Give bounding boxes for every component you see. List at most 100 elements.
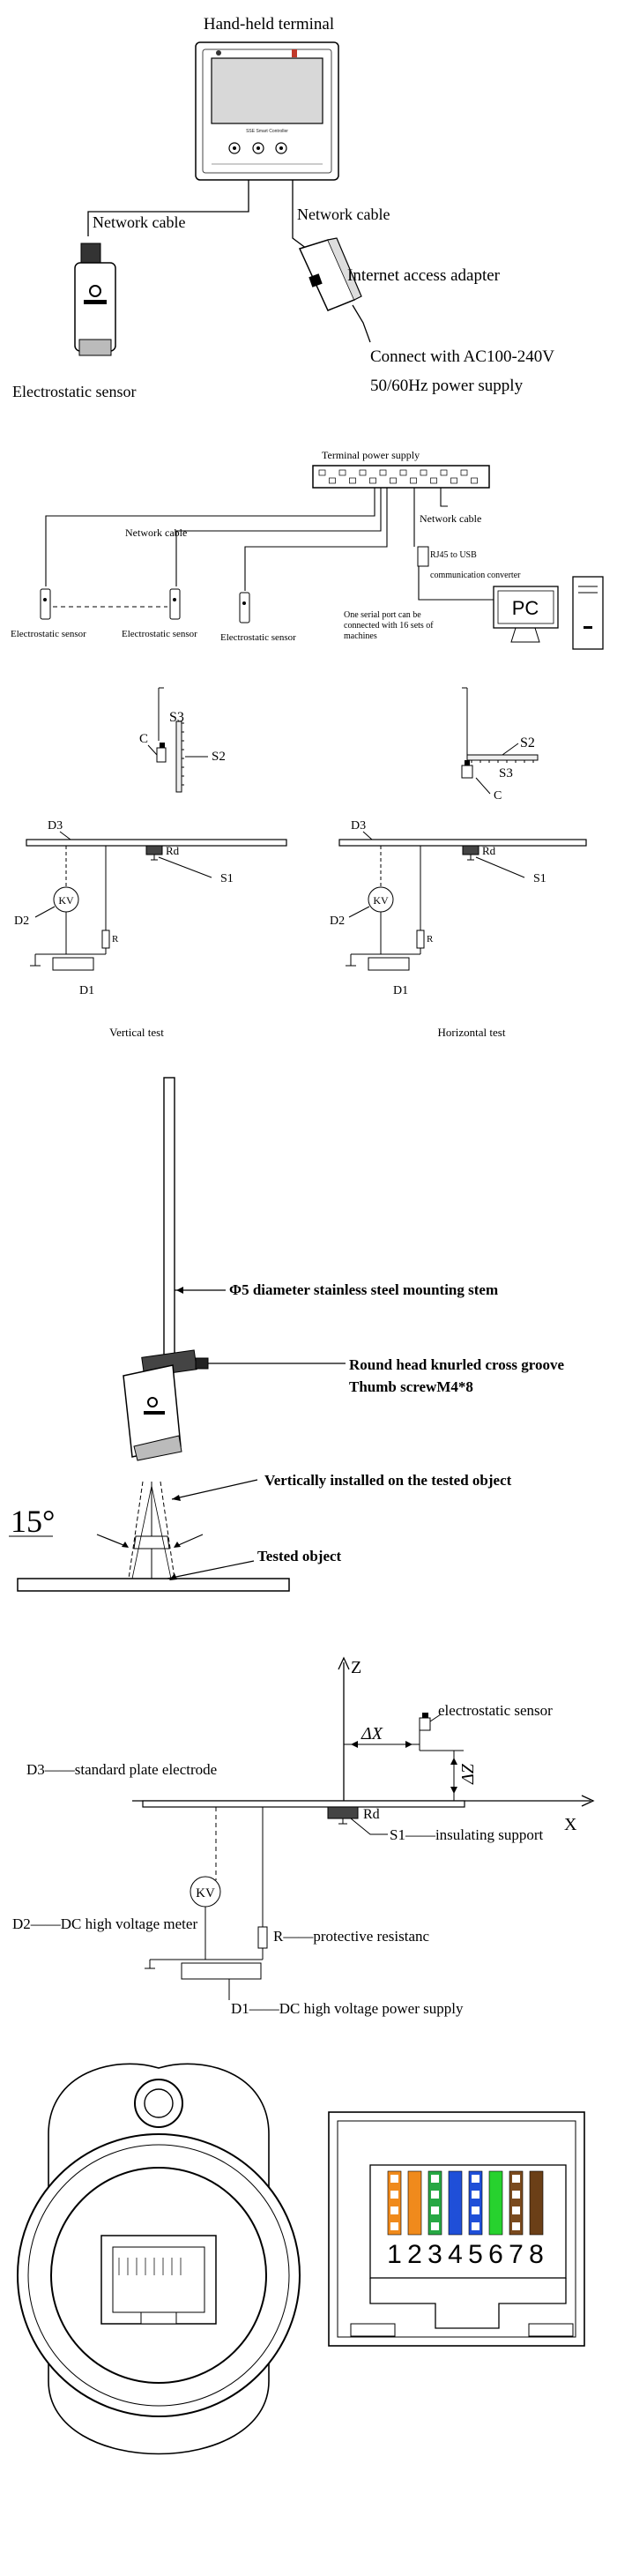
x-axis-label: X — [564, 1815, 577, 1834]
coord-resistor — [257, 1926, 268, 1949]
network-cable-to-sensor — [87, 180, 249, 236]
delta-z-label: ΔZ — [458, 1763, 478, 1785]
sensor-label-2: Electrostatic sensor — [122, 629, 197, 639]
coord-r-label: R——protective resistanc — [273, 1928, 429, 1945]
ht-d3-label: D3 — [351, 819, 366, 833]
pin-stripe — [431, 2206, 439, 2214]
coord-s1-label: S1——insulating support — [390, 1826, 544, 1843]
pin-stripe — [431, 2191, 439, 2199]
pc-monitor: PC — [493, 586, 559, 643]
pin-stripe — [512, 2206, 520, 2214]
switch-port-6 — [369, 477, 376, 484]
coord-sensor-device — [419, 1713, 431, 1731]
delta-x-label: ΔX — [361, 1724, 383, 1743]
switch-port-8 — [390, 477, 397, 484]
ht-rd-label: Rd — [482, 844, 496, 857]
vt-c-label: C — [139, 732, 148, 746]
coord-sensor-label: electrostatic sensor — [438, 1702, 553, 1719]
pin-wires — [387, 2170, 544, 2236]
pin-stripe — [390, 2191, 398, 2199]
switch-port-4 — [349, 477, 356, 484]
pin-stripe — [512, 2191, 520, 2199]
pin-stripe — [472, 2206, 479, 2214]
coord-d1-label: D1——DC high voltage power supply — [231, 2000, 464, 2017]
tested-object-label: Tested object — [257, 1548, 342, 1564]
switch-port-10 — [410, 477, 417, 484]
pin-stripe — [390, 2175, 398, 2183]
network-cable-right-label: Network cable — [297, 205, 390, 223]
section-handheld-connection: Hand-held terminal SSE Smart Controller … — [12, 15, 554, 400]
switch-port-15 — [460, 469, 468, 476]
pin-stripe — [512, 2222, 520, 2230]
pin-stripe — [431, 2175, 439, 2183]
ht-resistor — [416, 930, 425, 949]
pin-wire-6 — [488, 2170, 503, 2236]
network-cable-to-adapter — [292, 180, 308, 250]
pin-stripe — [472, 2222, 479, 2230]
pin-number-4: 4 — [448, 2240, 463, 2269]
pc-tower — [572, 576, 604, 650]
ht-s3-label: S3 — [499, 766, 513, 780]
switch-port-12 — [430, 477, 437, 484]
rj45-label-line1: RJ45 to USB — [430, 550, 477, 560]
switch-port-5 — [359, 469, 367, 476]
pin-stripe — [431, 2222, 439, 2230]
coord-power-supply — [181, 1962, 262, 1980]
vt-s1-label: S1 — [220, 872, 234, 885]
horizontal-test-caption: Horizontal test — [438, 1026, 506, 1039]
rj45-port-icon — [100, 2235, 217, 2325]
pin-number-1: 1 — [387, 2240, 402, 2269]
vt-kv-label: KV — [58, 894, 74, 907]
network-cable-left-label: Network cable — [93, 213, 185, 231]
pin-wire-4 — [448, 2170, 463, 2236]
vt-s3-label: S3 — [169, 710, 184, 725]
ht-d2-label: D2 — [330, 915, 345, 928]
ht-kv-label: KV — [373, 894, 389, 907]
pin-wire-3 — [427, 2170, 442, 2236]
pin-number-7: 7 — [509, 2240, 524, 2269]
section-network-topology: Terminal power supply Network cable Netw… — [11, 449, 604, 650]
device-button-1 — [228, 142, 241, 154]
switch-port-7 — [379, 469, 387, 476]
ht-c-label: C — [494, 789, 502, 803]
switch-port-3 — [338, 469, 346, 476]
switch-port-1 — [318, 469, 326, 476]
switch-port-2 — [329, 477, 336, 484]
ht-d1-label: D1 — [393, 984, 408, 997]
pin-number-5: 5 — [468, 2240, 483, 2269]
pin-stripe — [472, 2191, 479, 2199]
device-button-3 — [275, 142, 287, 154]
small-sensor-1 — [40, 588, 51, 620]
horizontal-test-diagram: S2 S3 C D3 Rd S1 KV D2 R — [330, 687, 587, 1039]
switch-port-14 — [450, 477, 457, 484]
tested-object-plate — [17, 1578, 290, 1592]
internet-access-adapter-device — [298, 237, 362, 311]
vertical-test-caption: Vertical test — [109, 1026, 164, 1039]
pin-wire-1 — [387, 2170, 402, 2236]
pin-number-8: 8 — [529, 2240, 544, 2269]
ht-power-supply — [368, 957, 410, 971]
vt-power-supply — [52, 957, 94, 971]
pc-label: PC — [512, 597, 539, 619]
pin-number-6: 6 — [488, 2240, 503, 2269]
section-mounting-diagram: Φ5 diameter stainless steel mounting ste… — [9, 1077, 564, 1592]
serial-port-note-line1: One serial port can be — [344, 610, 421, 620]
vt-plate-electrode — [26, 839, 287, 847]
coord-d3-label: D3——standard plate electrode — [26, 1761, 217, 1778]
power-cord — [352, 304, 371, 343]
vt-rd-label: Rd — [166, 844, 180, 857]
ht-s1-label: S1 — [533, 872, 546, 885]
vertical-install-label: Vertically installed on the tested objec… — [264, 1472, 512, 1489]
vt-s2-label: S2 — [212, 750, 226, 764]
switch-port-16 — [471, 477, 478, 484]
small-sensor-2 — [169, 588, 181, 620]
handheld-terminal-label: Hand-held terminal — [204, 15, 334, 34]
rj45-label-line2: communication converter — [430, 571, 521, 580]
coord-d2-label: D2——DC high voltage meter — [12, 1915, 197, 1932]
vt-insulating-support — [145, 845, 163, 855]
vt-resistor — [101, 930, 110, 949]
